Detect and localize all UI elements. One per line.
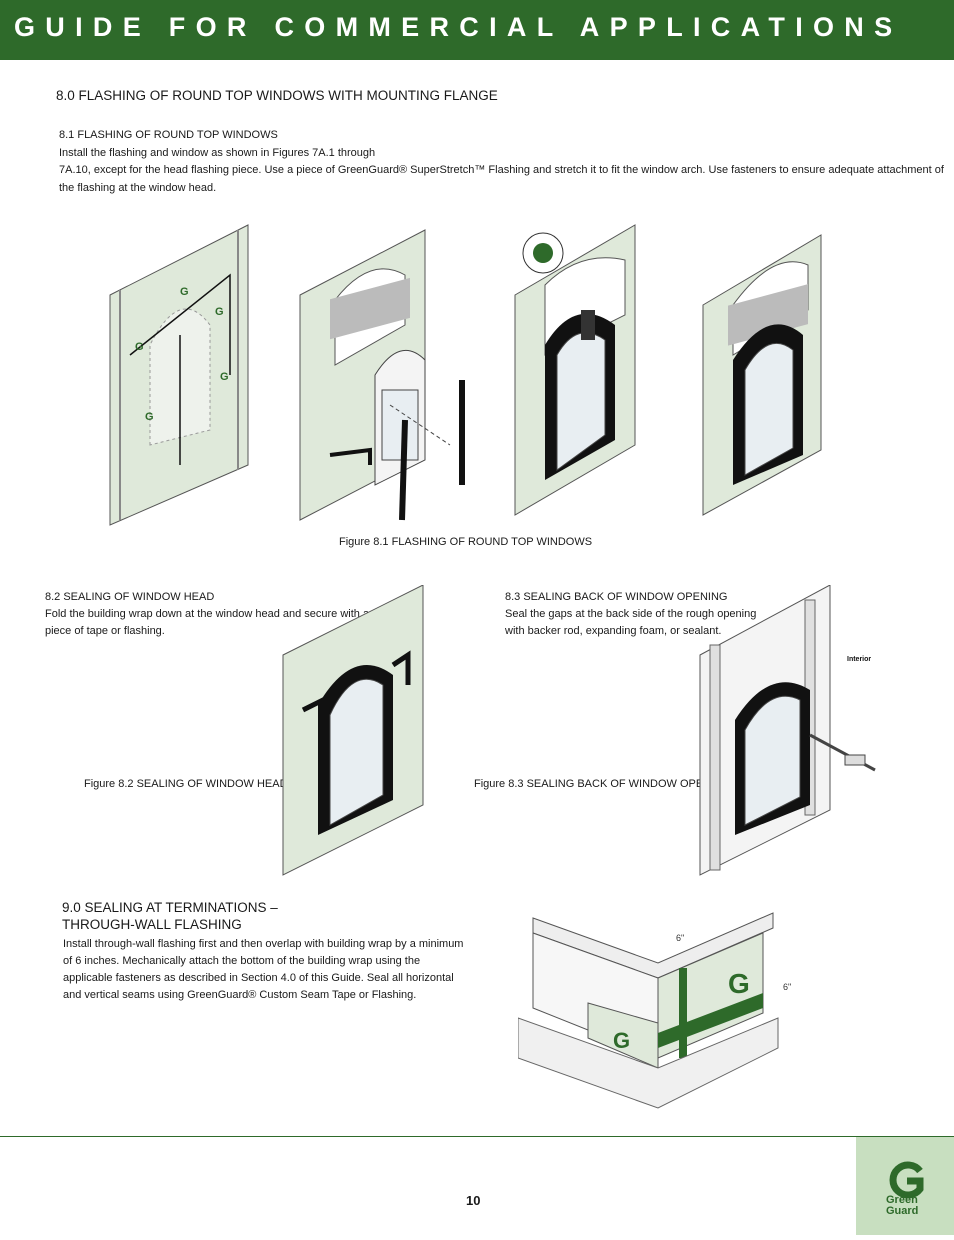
- header-title: GUIDE FOR COMMERCIAL APPLICATIONS: [14, 12, 903, 42]
- figure-8-1-panel-2: [299, 229, 465, 521]
- figure-8-3-illustration: Interior: [699, 585, 876, 876]
- svg-text:G: G: [135, 341, 144, 353]
- figure-8-1-panel-3: [514, 224, 636, 516]
- svg-text:G: G: [613, 1028, 630, 1053]
- svg-text:G: G: [728, 968, 750, 999]
- figure-8-2-caption: Figure 8.2 SEALING OF WINDOW HEAD: [84, 778, 288, 790]
- page-number: 10: [466, 1193, 481, 1208]
- section-8-1-heading: 8.1 FLASHING OF ROUND TOP WINDOWS: [59, 129, 278, 141]
- greenguard-logo: Green Guard: [856, 1137, 954, 1235]
- footer-divider: [0, 1136, 954, 1137]
- figure-8-1-panel-1: G G G G G: [109, 224, 249, 526]
- section-8-3-line1: Seal the gaps at the back side of the ro…: [505, 608, 757, 620]
- svg-text:G: G: [145, 411, 154, 423]
- section-9-title-line2: THROUGH-WALL FLASHING: [62, 917, 242, 932]
- section-8-title: 8.0 FLASHING OF ROUND TOP WINDOWS WITH M…: [56, 88, 498, 103]
- section-8-2-line1: Fold the building wrap down at the windo…: [45, 608, 370, 620]
- section-9-line3: applicable fasteners as described in Sec…: [63, 972, 454, 984]
- figure-8-1-panel-4: [702, 234, 822, 516]
- figure-8-3-caption: Figure 8.3 SEALING BACK OF WINDOW OPENIN…: [474, 778, 731, 790]
- logo-text-line1: Green: [886, 1194, 918, 1206]
- interior-label: Interior: [847, 656, 871, 663]
- section-8-2-heading: 8.2 SEALING OF WINDOW HEAD: [45, 591, 215, 603]
- svg-text:G: G: [220, 371, 229, 383]
- dimension-top-label: 6": [676, 933, 684, 943]
- figure-9-illustration: G G 6" 6": [518, 912, 791, 1109]
- section-8-2-line2: piece of tape or flashing.: [45, 625, 165, 637]
- section-8-3-line2: with backer rod, expanding foam, or seal…: [505, 625, 722, 637]
- figure-8-1-caption: Figure 8.1 FLASHING OF ROUND TOP WINDOWS: [339, 536, 593, 548]
- section-9-line2: of 6 inches. Mechanically attach the bot…: [63, 955, 421, 967]
- section-8-1-line3: the flashing at the window head.: [59, 182, 217, 194]
- svg-text:G: G: [180, 286, 189, 298]
- section-8-1-line1: Install the flashing and window as shown…: [59, 147, 376, 159]
- logo-text-line2: Guard: [886, 1205, 918, 1217]
- dimension-side-label: 6": [783, 982, 791, 992]
- section-9-line4: and vertical seams using GreenGuard® Cus…: [63, 989, 417, 1001]
- greenguard-g-icon: Green Guard: [886, 1161, 924, 1217]
- section-9-title-line1: 9.0 SEALING AT TERMINATIONS –: [62, 900, 278, 915]
- section-8-3-heading: 8.3 SEALING BACK OF WINDOW OPENING: [505, 591, 728, 603]
- figure-8-2-illustration: [282, 585, 424, 876]
- section-8-1-line2: 7A.10, except for the head flashing piec…: [59, 164, 944, 176]
- svg-text:G: G: [215, 306, 224, 318]
- section-9-line1: Install through-wall flashing first and …: [63, 938, 464, 950]
- page-header: GUIDE FOR COMMERCIAL APPLICATIONS: [0, 0, 954, 60]
